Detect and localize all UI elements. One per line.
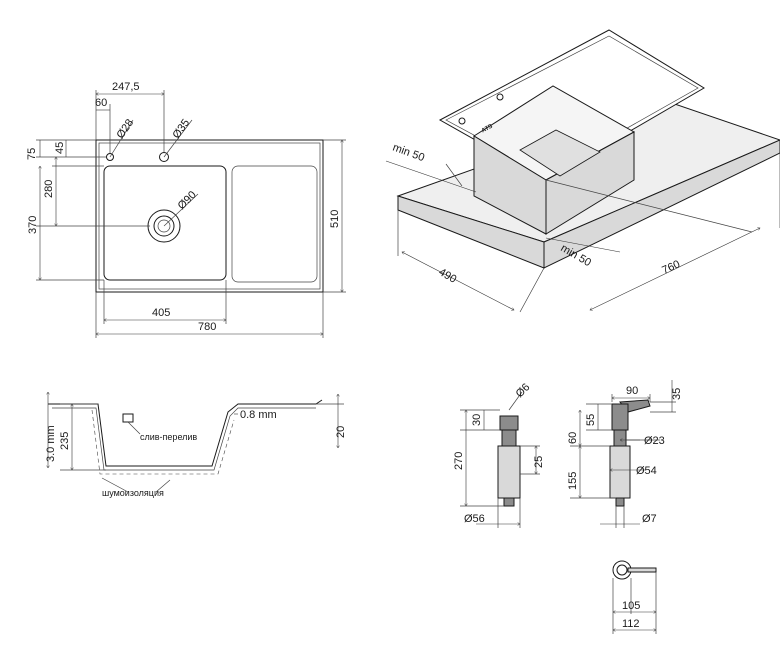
dim-d90: Ø90 <box>176 189 199 212</box>
disp-right-35: 35 <box>671 388 683 400</box>
bowl-bottom <box>519 129 601 177</box>
iso-hole-2 <box>496 93 504 101</box>
dispenser-left: Ø6 30 270 25 Ø56 <box>453 381 545 528</box>
dim-370: 370 <box>27 216 39 234</box>
dim-min50-left: min 50 <box>391 142 426 165</box>
section-profile-inner <box>52 407 316 471</box>
overflow-label: слив-перелив <box>140 432 197 442</box>
dim-75: 75 <box>26 148 38 160</box>
disp-left-bottom <box>503 497 515 507</box>
disp-left-270: 270 <box>453 452 465 470</box>
dim-0-8mm: 0.8 mm <box>240 409 277 421</box>
hole-d28 <box>106 153 114 161</box>
dim-20: 20 <box>335 426 347 438</box>
overflow-fitting <box>122 413 134 423</box>
section-view: слив-перелив шумоизоляция 3.0 mm 235 0.8… <box>45 392 347 498</box>
disp-right-bottom <box>615 497 625 507</box>
top-view: 247,5 60 Ø28 Ø35 75 45 280 370 Ø90 510 <box>26 81 346 338</box>
disp-right-55: 55 <box>585 414 597 426</box>
dim-3mm: 3.0 mm <box>45 425 57 462</box>
iso-hole-1 <box>458 117 466 125</box>
dim-780: 780 <box>198 321 216 333</box>
disp-left-bottle <box>497 445 521 499</box>
dispenser-right: 90 35 55 60 Ø23 155 Ø54 Ø7 <box>567 380 683 528</box>
drainboard-area <box>231 165 318 283</box>
drain-mid <box>153 215 175 237</box>
disp-left-25: 25 <box>533 456 545 468</box>
disp-right-60: 60 <box>567 432 579 444</box>
bowl-wall-right <box>545 131 635 235</box>
section-profile <box>48 399 323 467</box>
disp-right-155: 155 <box>567 472 579 490</box>
dim-405: 405 <box>152 307 170 319</box>
disp-top-112: 112 <box>622 618 640 630</box>
dim-d35: Ø35 <box>170 117 192 141</box>
disp-left-d56: Ø56 <box>464 513 485 525</box>
disp-left-head <box>499 415 519 431</box>
dim-280: 280 <box>43 180 55 198</box>
disp-right-d54: Ø54 <box>636 465 657 477</box>
dispenser-top: 105 112 <box>612 560 657 634</box>
sink-inner-outline <box>98 142 321 290</box>
insulation-label: шумоизоляция <box>102 488 164 498</box>
dim-60: 60 <box>95 97 107 109</box>
sink-outline <box>95 139 324 293</box>
iso-view: ATS min 50 min 50 490 760 <box>385 29 780 313</box>
disp-right-bottle <box>609 445 631 499</box>
brand-logo: ATS <box>481 124 494 135</box>
disp-right-neck <box>613 429 627 447</box>
disp-top-spout <box>627 567 657 573</box>
dim-247-5: 247,5 <box>112 81 140 93</box>
dim-490: 490 <box>437 266 459 286</box>
dim-235: 235 <box>59 432 71 450</box>
disp-left-30: 30 <box>471 414 483 426</box>
bowl-outline <box>103 165 227 281</box>
disp-top-105: 105 <box>622 600 640 612</box>
disp-left-neck <box>501 429 517 447</box>
dim-45: 45 <box>54 142 66 154</box>
disp-right-d23: Ø23 <box>644 435 665 447</box>
dim-510: 510 <box>329 210 341 228</box>
disp-right-head <box>611 403 629 431</box>
insulation-layer <box>91 409 235 475</box>
disp-top-inner <box>616 564 628 576</box>
disp-right-90: 90 <box>626 385 638 397</box>
disp-right-d7: Ø7 <box>642 513 657 525</box>
hole-d35 <box>159 152 169 162</box>
disp-left-d6: Ø6 <box>514 381 533 400</box>
drain-inner <box>157 219 171 233</box>
dim-760: 760 <box>660 258 682 276</box>
